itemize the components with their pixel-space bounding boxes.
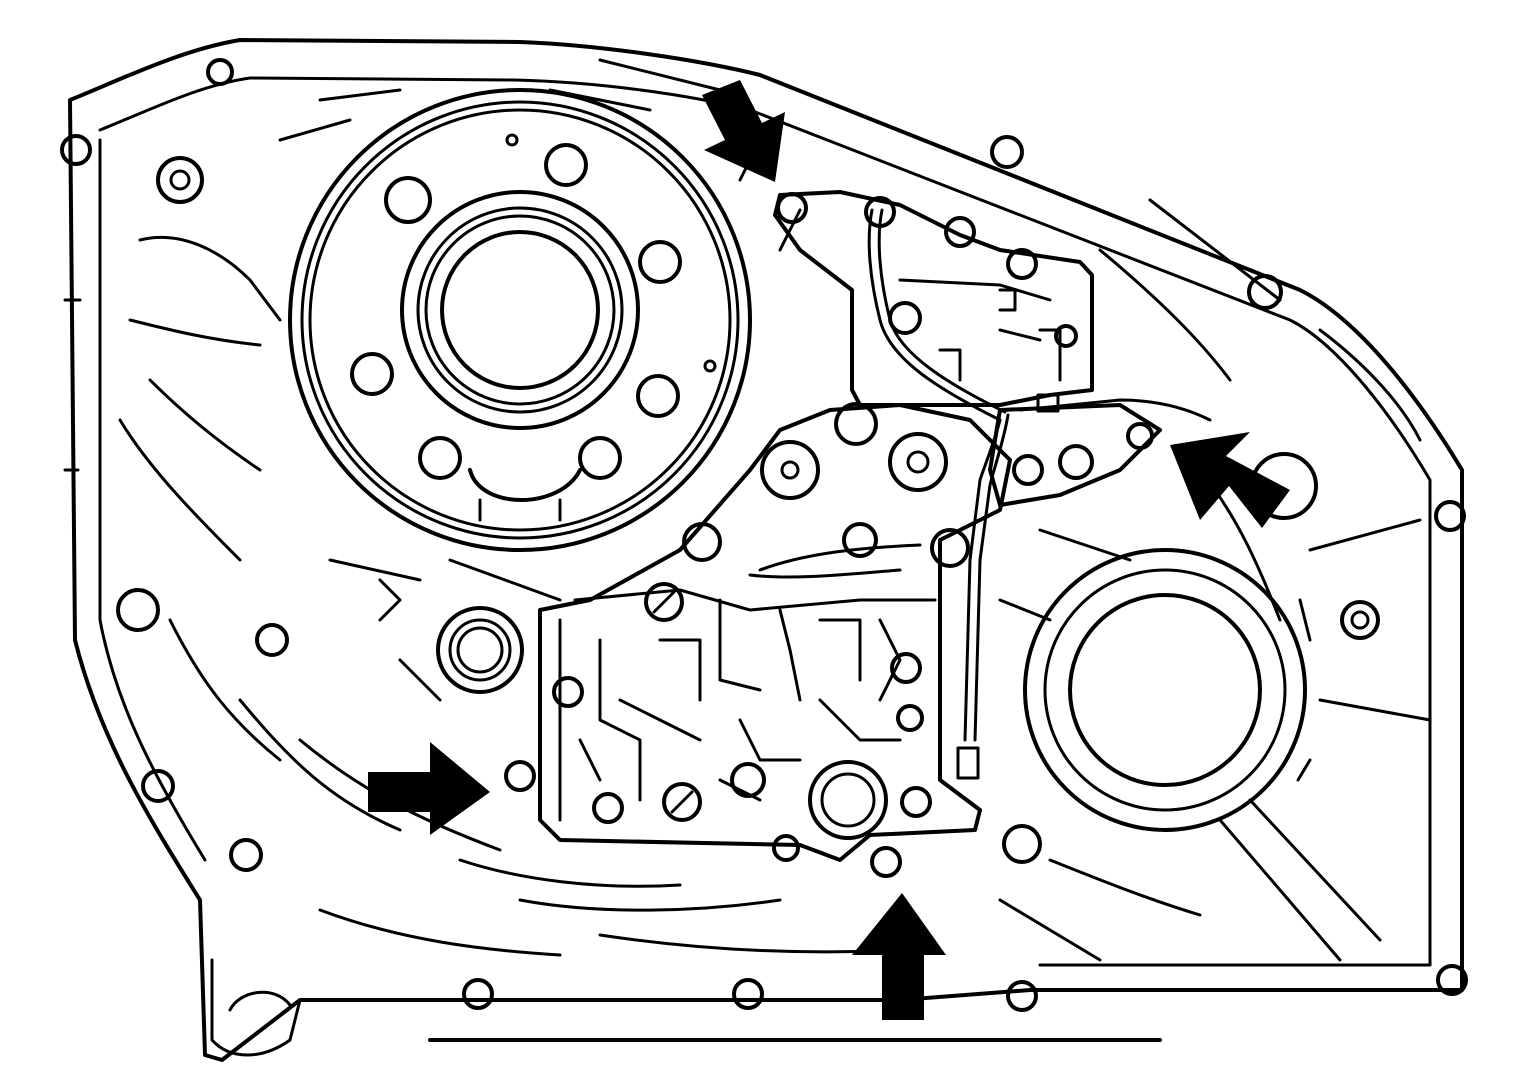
arrow-bottom-bolt[interactable] — [852, 893, 946, 1020]
case-outline — [63, 38, 1464, 1062]
output-bore — [1002, 548, 1312, 864]
arrow-left-bolt[interactable] — [368, 742, 490, 835]
right-bracket — [988, 403, 1162, 507]
clutch-drum — [288, 88, 752, 552]
wiring-harness — [867, 208, 1212, 780]
arrow-top-bolt[interactable] — [702, 80, 785, 182]
valve-body — [504, 402, 1012, 878]
flange-bolt-holes — [60, 58, 1468, 1012]
case-ribs — [118, 58, 1432, 962]
pipe-fitting — [436, 606, 524, 694]
callout-arrows[interactable] — [368, 80, 1290, 1020]
arrow-right-bolt[interactable] — [1170, 432, 1290, 528]
